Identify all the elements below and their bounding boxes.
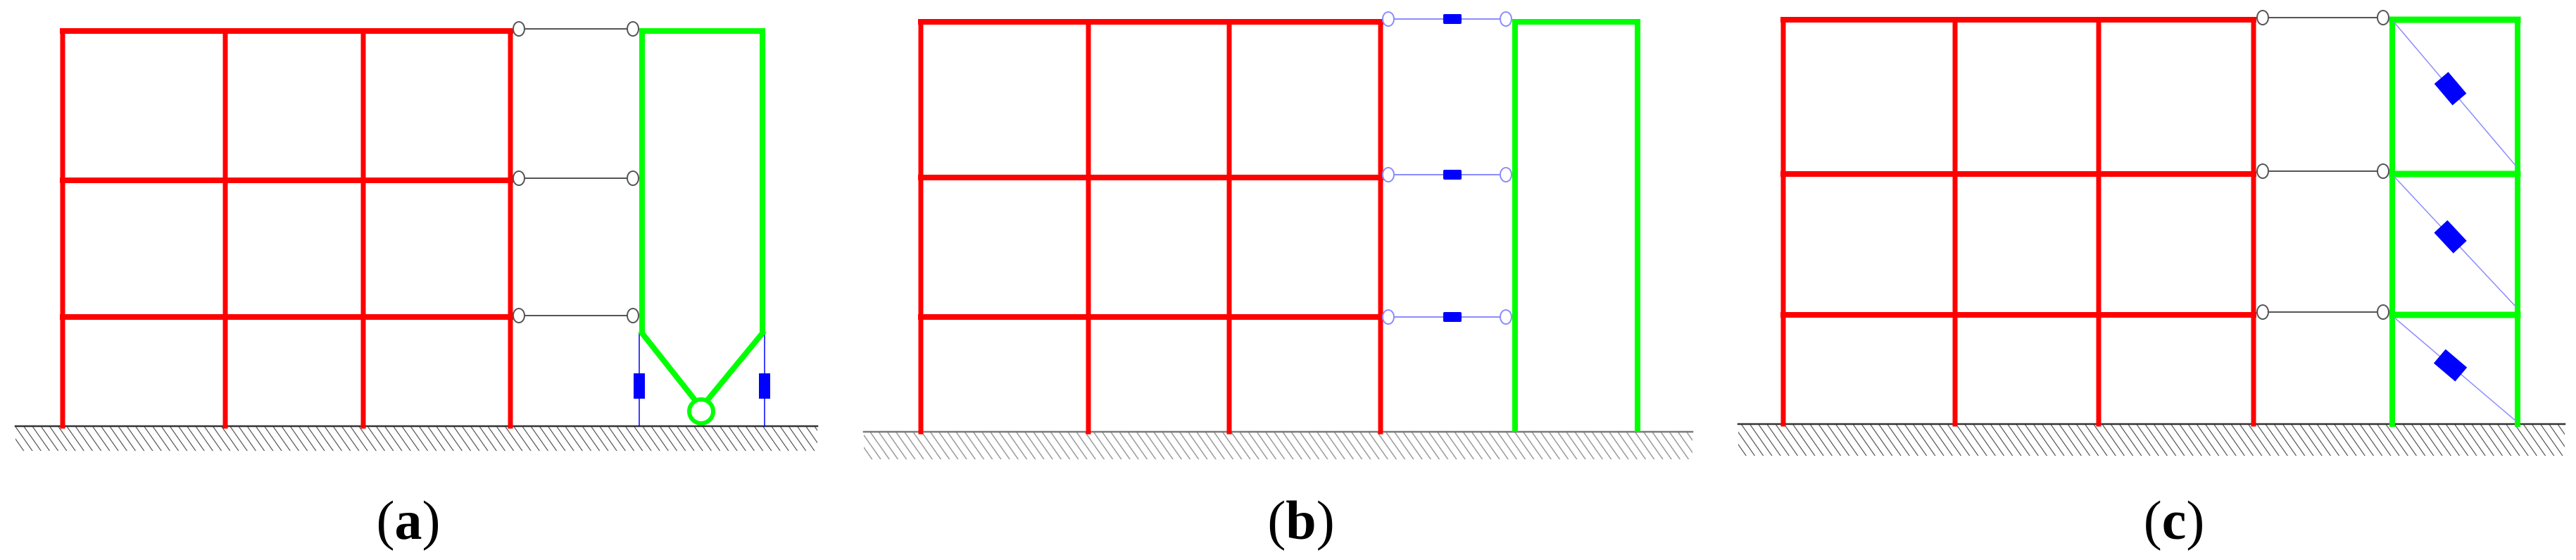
panel-label-a: (a) [376,490,441,551]
panel-label-b: (b) [1267,490,1335,551]
pin-hinge-icon [513,170,525,186]
pin-hinge-icon [2256,163,2269,179]
damper-icon [634,373,645,399]
panel-a-diagram [14,21,819,451]
pin-hinge-icon [1500,309,1512,325]
secondary-frame [1512,19,1640,432]
panel-letter-b: b [1286,490,1317,551]
pin-hinge-icon [1382,167,1395,182]
pin-hinge-icon [1500,11,1512,27]
pin-hinge-icon [627,170,639,186]
damper-icon [1443,14,1462,24]
pin-hinge-icon [2256,304,2269,320]
panel-letter-a: a [394,490,422,551]
pin-hinge-icon [2377,163,2389,179]
damper-icon [2433,349,2468,382]
damper-icon [2434,220,2467,254]
pin-hinge-icon [2256,10,2269,25]
damper-icon [1443,312,1462,322]
rocking-strut [638,329,700,405]
pin-hinge-icon [2377,304,2389,320]
ground-hatch [15,426,817,451]
damper-icon [1443,170,1462,180]
panel-letter-c: c [2161,490,2187,551]
pin-hinge-icon [1382,11,1395,27]
rocking-pivot-icon [687,397,715,425]
pin-hinge-icon [627,308,639,323]
ground-hatch [864,432,1692,459]
damper-icon [2434,72,2467,106]
pin-hinge-icon [2377,10,2389,25]
pin-hinge-icon [1500,167,1512,182]
damper-icon [759,373,770,399]
panel-c-diagram [1737,10,2566,456]
pin-hinge-icon [513,21,525,37]
ground-hatch [1738,424,2565,456]
secondary-frame [639,28,765,333]
rocking-strut [703,329,767,405]
pin-hinge-icon [1382,309,1395,325]
panel-b-diagram [862,11,1694,459]
pin-hinge-icon [513,308,525,323]
panel-label-c: (c) [2143,490,2205,551]
pin-hinge-icon [627,21,639,37]
